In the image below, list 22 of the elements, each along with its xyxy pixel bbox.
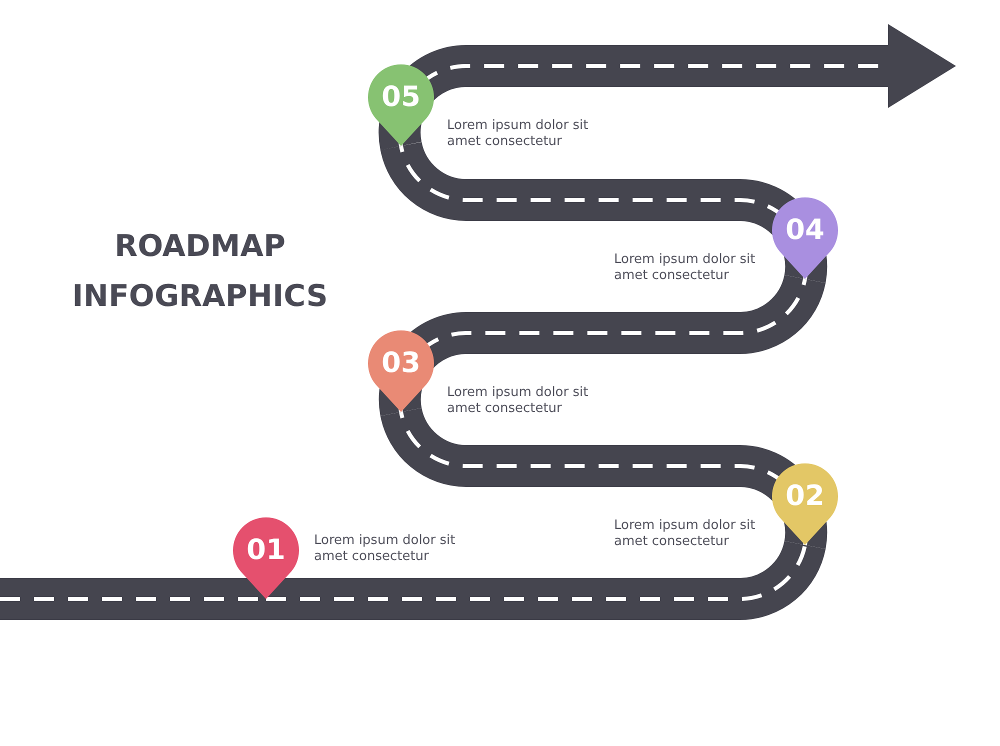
title: ROADMAP INFOGRAPHICS (71, 228, 329, 316)
road-arrow (378, 24, 956, 149)
step-number: 01 (246, 532, 286, 568)
road-segment (266, 540, 826, 620)
road-segment (380, 406, 828, 548)
road-segment (380, 140, 828, 282)
map-pin (368, 330, 434, 412)
road-segment (378, 274, 826, 415)
step-description: Lorem ipsum dolor sit amet consectetur (447, 385, 590, 417)
step-description: Lorem ipsum dolor sit amet consectetur (614, 518, 756, 550)
step-description: Lorem ipsum dolor sit amet consectetur (447, 118, 590, 150)
map-pin (368, 64, 434, 146)
step-number: 05 (380, 79, 422, 115)
map-pin (233, 517, 299, 599)
map-pin (772, 463, 838, 545)
step-description: Lorem ipsum dolor sit amet consectetur (614, 252, 756, 284)
step-description: Lorem ipsum dolor sit amet consectetur (314, 533, 456, 565)
step-number: 02 (784, 478, 826, 514)
step-number: 03 (380, 345, 422, 381)
map-pin (772, 197, 838, 279)
road-segment (0, 578, 266, 620)
step-number: 04 (784, 212, 826, 248)
